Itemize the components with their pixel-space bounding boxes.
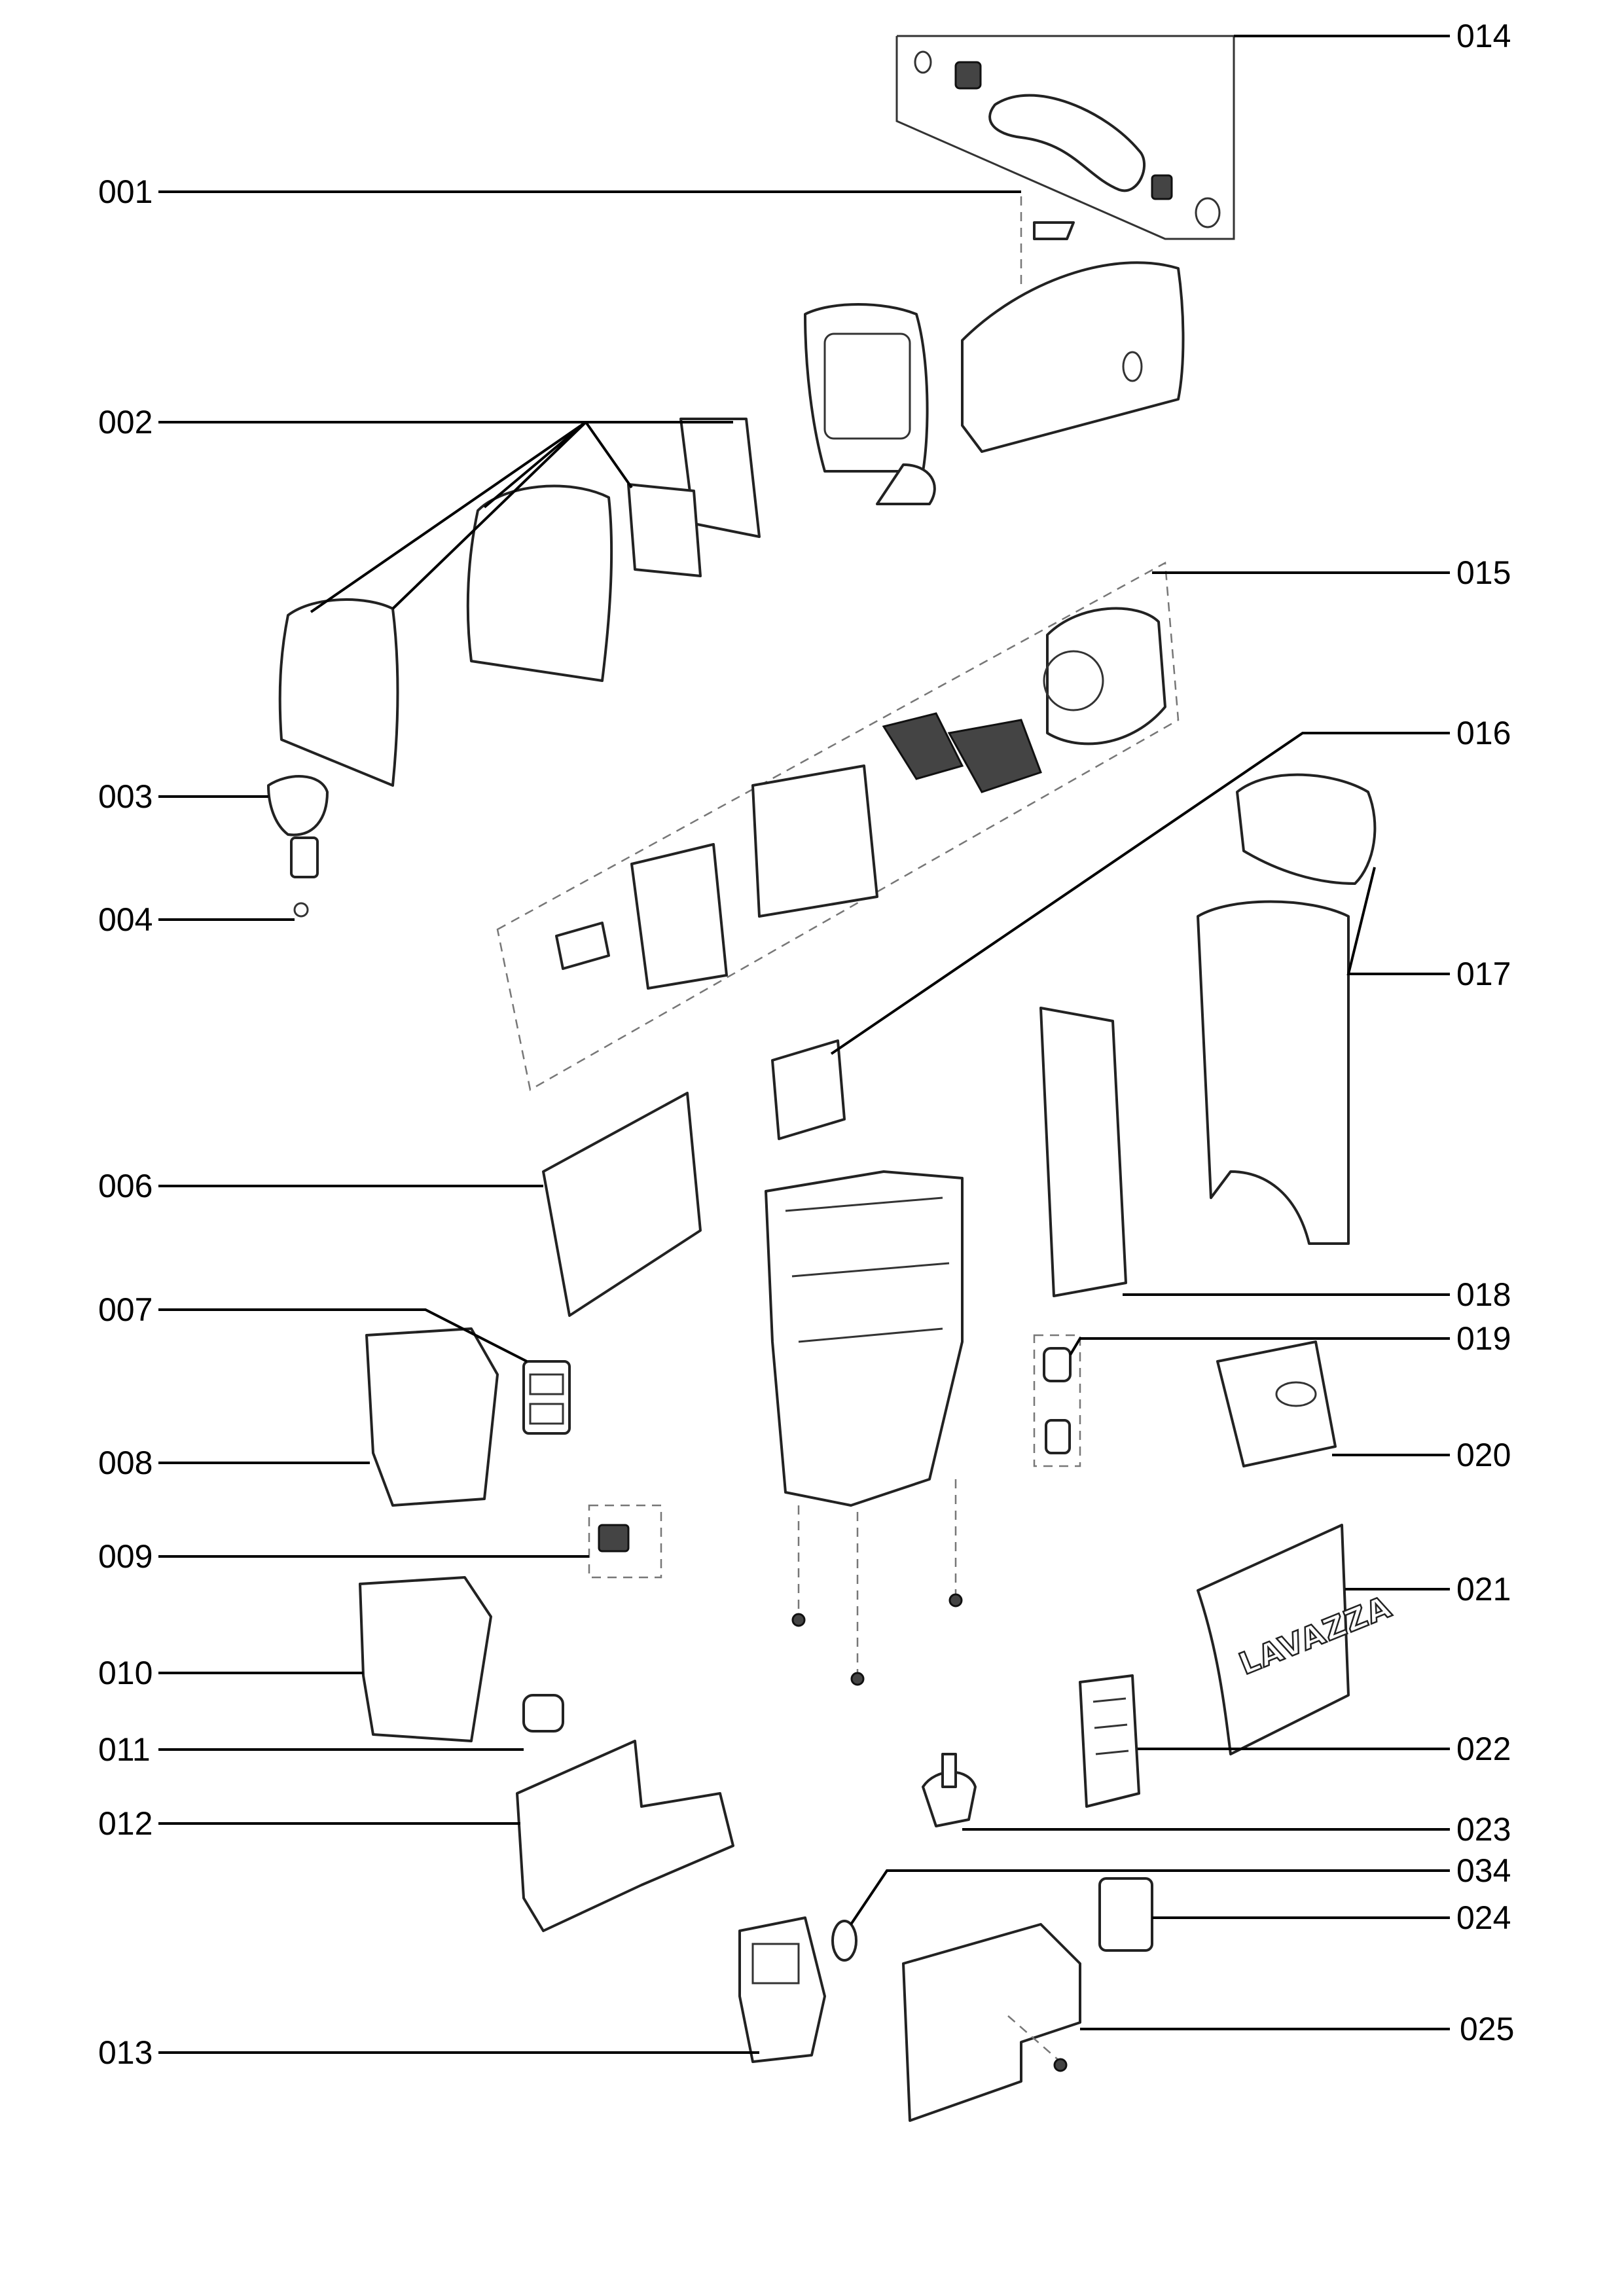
part-034-fitting xyxy=(831,1920,857,1962)
callout-006: 006 xyxy=(98,1168,153,1204)
callout-012: 012 xyxy=(98,1805,153,1842)
callout-013: 013 xyxy=(98,2034,153,2071)
callout-007: 007 xyxy=(98,1291,153,1328)
part-top-cover xyxy=(961,196,1185,453)
part-023-connector xyxy=(922,1753,977,1827)
callout-017: 017 xyxy=(1456,956,1511,992)
callout-021: 021 xyxy=(1456,1571,1511,1607)
part-017-water-tank xyxy=(1197,773,1377,1245)
callout-002: 002 xyxy=(98,404,153,440)
callout-022: 022 xyxy=(1456,1731,1511,1767)
callout-001: 001 xyxy=(98,173,153,210)
leader-lines xyxy=(158,35,1450,2054)
part-021-front-cover: LAVAZZA xyxy=(1197,1524,1398,1755)
leader-007 xyxy=(158,1308,528,1363)
part-014-handle-assembly xyxy=(895,35,1235,240)
part-rear-frame xyxy=(804,303,936,505)
callout-016: 016 xyxy=(1456,715,1511,751)
callout-023: 023 xyxy=(1456,1811,1511,1848)
part-004-valve xyxy=(290,836,319,918)
callout-011: 011 xyxy=(98,1731,151,1768)
part-008-grounds-container xyxy=(365,1327,499,1507)
part-016-container xyxy=(771,1039,846,1140)
part-022-circuit-board xyxy=(1079,1674,1140,1808)
callout-003: 003 xyxy=(98,778,153,815)
leader-016 xyxy=(830,732,1450,1055)
part-024-module xyxy=(1098,1877,1153,1952)
callout-014: 014 xyxy=(1456,18,1511,54)
part-013-pump xyxy=(738,1916,826,2063)
callout-025: 025 xyxy=(1460,2011,1514,2047)
callout-034: 034 xyxy=(1456,1852,1511,1889)
callout-009: 009 xyxy=(98,1538,153,1575)
leader-019 xyxy=(1069,1337,1450,1356)
part-009-sensor xyxy=(588,1504,662,1579)
part-006-side-panel xyxy=(542,1092,702,1317)
leader-034 xyxy=(850,1869,1450,1926)
callout-004: 004 xyxy=(98,901,153,938)
part-main-chassis xyxy=(765,1170,964,1686)
part-019-valve xyxy=(1033,1334,1081,1467)
part-011-float xyxy=(522,1694,564,1733)
callout-labels: 001 002 003 004 006 007 008 009 010 011 … xyxy=(98,18,1514,2071)
part-003-knob xyxy=(267,775,329,836)
part-025-panel xyxy=(902,1923,1081,2122)
callout-018: 018 xyxy=(1456,1276,1511,1313)
callout-015: 015 xyxy=(1456,554,1511,591)
callout-019: 019 xyxy=(1456,1320,1511,1357)
part-010-drip-tray xyxy=(359,1576,492,1742)
callout-010: 010 xyxy=(98,1655,153,1691)
part-015-brewing-unit xyxy=(496,561,1180,1091)
part-020-holder xyxy=(1216,1340,1337,1467)
part-018-side-frame xyxy=(1039,1007,1127,1297)
part-007-switch xyxy=(522,1360,571,1435)
callout-008: 008 xyxy=(98,1445,153,1481)
callout-024: 024 xyxy=(1456,1899,1511,1936)
callout-020: 020 xyxy=(1456,1437,1511,1473)
leader-017 xyxy=(1346,867,1450,975)
part-002-control-panels xyxy=(278,418,761,787)
part-012-base-frame xyxy=(516,1740,734,1932)
